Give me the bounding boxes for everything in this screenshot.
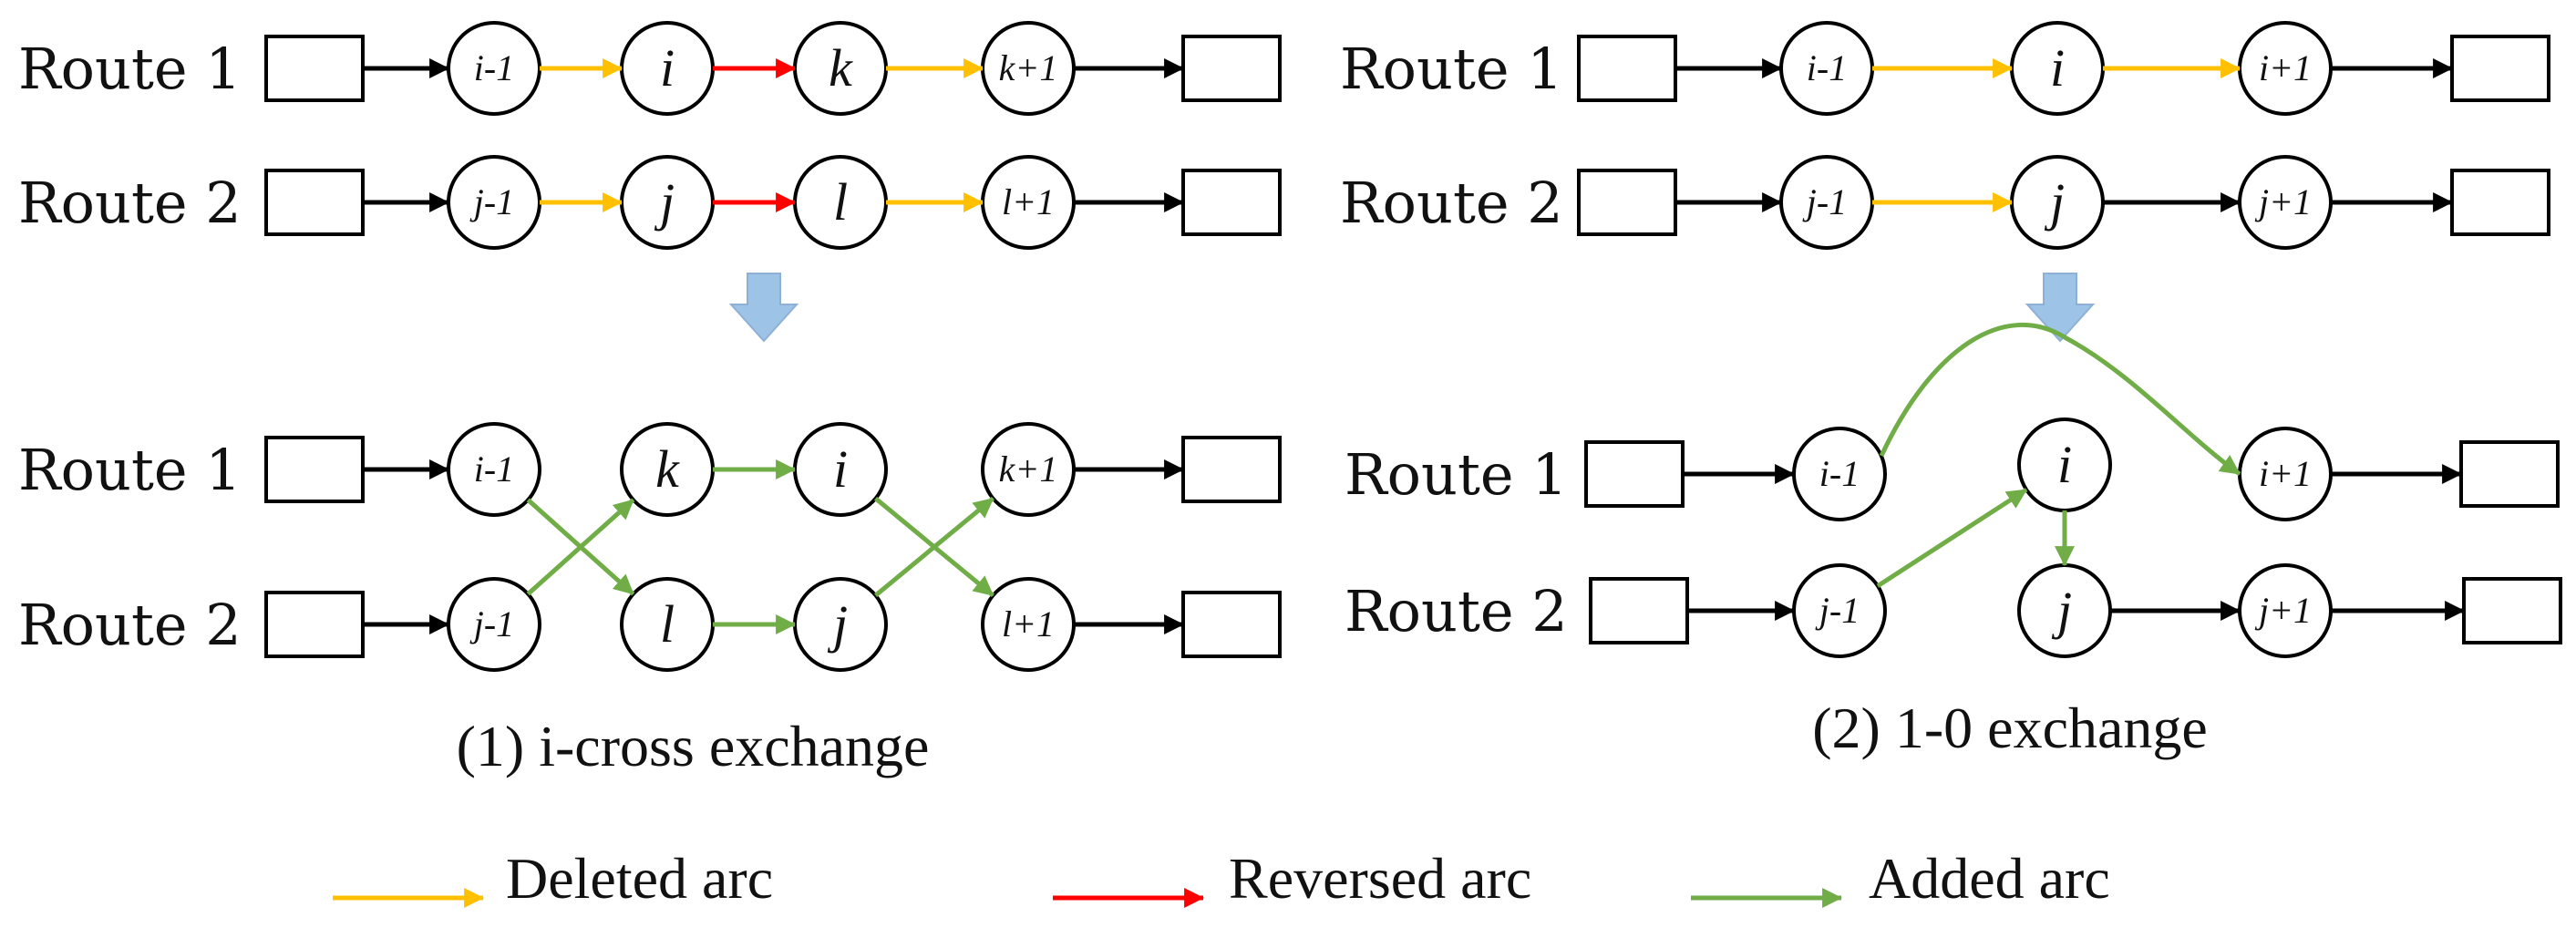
p2-before-route2-node-0-label: j-1 — [1802, 181, 1847, 222]
p1-before-route1-node-1-label: i — [660, 38, 675, 98]
p1-before-route1-node-2: k — [793, 21, 888, 116]
p1-after-arc-added-cross-2 — [526, 498, 635, 596]
p1-after-route1-label: Route 1 — [18, 437, 242, 503]
p1-before-route1-end-depot — [1181, 35, 1282, 102]
p1-before-route2-start-depot — [264, 169, 365, 236]
p2-after-route1-node-2: i+1 — [2238, 427, 2333, 521]
p2-after-route1-node-0: i-1 — [1792, 427, 1887, 521]
p1-after-route1-start-depot — [264, 436, 365, 503]
p1-after-route2-node-3: l+1 — [981, 577, 1076, 672]
p2-before-route1-end-depot — [2450, 35, 2550, 102]
p1-transform-arrow — [728, 273, 799, 343]
p2-before-route1-node-1-label: i — [2050, 38, 2065, 98]
p1-after-route2-label: Route 2 — [18, 592, 242, 658]
p1-after-route1-end-depot — [1181, 436, 1282, 503]
p2-after-arc-added-j1-to-i — [1876, 488, 2028, 588]
p2-before-route1-start-depot — [1577, 35, 1677, 102]
p1-before-route1-label: Route 1 — [18, 36, 242, 102]
p2-after-route1-node-1: i — [2017, 417, 2112, 512]
p1-after-route1-node-2: i — [793, 422, 888, 517]
p2-after-route2-node-0-label: j-1 — [1815, 590, 1860, 631]
p1-after-route2-node-1: l — [620, 577, 715, 672]
p1-before-route1-node-1: i — [620, 21, 715, 116]
p1-before-route2-node-0-label: j-1 — [469, 181, 514, 222]
p2-after-route1-node-0-label: i-1 — [1819, 453, 1860, 494]
p1-after-route1-node-3-label: k+1 — [999, 448, 1058, 490]
p1-before-route1-node-3: k+1 — [981, 21, 1076, 116]
p2-after-route1-label: Route 1 — [1345, 441, 1568, 508]
p1-after-route2-node-0-label: j-1 — [469, 603, 514, 644]
p2-before-route2-end-depot — [2450, 169, 2550, 236]
p2-after-route1-start-depot — [1584, 440, 1685, 508]
p1-after-route1-node-2-label: i — [833, 439, 848, 499]
p1-after-route1-node-3: k+1 — [981, 422, 1076, 517]
p2-transform-arrow — [2025, 273, 2096, 343]
p1-before-route2-end-depot — [1181, 169, 1282, 236]
p1-before-route2-node-3: l+1 — [981, 155, 1076, 250]
p1-after-route1-node-0-label: i-1 — [474, 448, 514, 490]
p2-after-route2-start-depot — [1589, 577, 1689, 644]
p2-after-route2-end-depot — [2462, 577, 2562, 644]
p1-before-route1-start-depot — [264, 35, 365, 102]
legend-reversed-label: Reversed arc — [1229, 846, 1531, 911]
p2-before-route2-node-2: j+1 — [2238, 155, 2333, 250]
p1-after-arc-added-cross-4 — [873, 496, 995, 598]
p2-before-route1-label: Route 1 — [1340, 36, 1563, 102]
p2-after-route1-end-depot — [2459, 440, 2560, 508]
legend-deleted-label: Deleted arc — [506, 846, 773, 911]
p1-before-route1-node-0: i-1 — [447, 21, 541, 116]
p2-after-route2-node-1: j — [2017, 563, 2112, 658]
p1-caption: (1) i-cross exchange — [457, 714, 930, 778]
p1-before-route2-node-0: j-1 — [447, 155, 541, 250]
p1-before-route1-node-2-label: k — [829, 38, 853, 98]
p2-after-route1-node-1-label: i — [2057, 435, 2072, 494]
p1-after-route2-node-2: j — [793, 577, 888, 672]
p2-after-route2-node-2: j+1 — [2238, 563, 2333, 658]
legend-added-label: Added arc — [1869, 846, 2110, 911]
p2-after-arc-added-curve — [1879, 322, 2241, 477]
p1-after-route2-node-0: j-1 — [447, 577, 541, 672]
p1-before-route1-node-3-label: k+1 — [999, 47, 1058, 88]
p1-after-route1-node-0: i-1 — [447, 422, 541, 517]
p1-before-route2-label: Route 2 — [18, 170, 242, 236]
p1-after-route1-node-1: k — [620, 422, 715, 517]
p1-after-route2-node-3-label: l+1 — [1002, 603, 1055, 644]
p1-after-route1-node-1-label: k — [655, 439, 680, 499]
p1-after-route2-node-1-label: l — [660, 594, 675, 654]
p2-before-route2-label: Route 2 — [1340, 170, 1563, 236]
p2-after-route2-node-0: j-1 — [1792, 563, 1887, 658]
p2-before-route1-node-2-label: i+1 — [2259, 47, 2312, 88]
p1-before-route1-node-0-label: i-1 — [474, 47, 514, 88]
p2-after-route2-node-2-label: j+1 — [2254, 590, 2312, 631]
p2-before-route2-start-depot — [1577, 169, 1677, 236]
p1-after-route2-end-depot — [1181, 591, 1282, 658]
p2-before-route2-node-2-label: j+1 — [2254, 181, 2312, 222]
p2-before-route1-node-0: i-1 — [1779, 21, 1874, 116]
p1-before-route2-node-3-label: l+1 — [1002, 181, 1055, 222]
p2-before-route2-node-1: j — [2010, 155, 2105, 250]
p1-after-route2-start-depot — [264, 591, 365, 658]
p2-after-route1-node-2-label: i+1 — [2259, 453, 2312, 494]
p2-before-route2-node-0: j-1 — [1779, 155, 1874, 250]
p2-before-route1-node-1: i — [2010, 21, 2105, 116]
p1-before-route2-node-2: l — [793, 155, 888, 250]
p2-before-route1-node-0-label: i-1 — [1807, 47, 1847, 88]
p1-before-route2-node-2-label: l — [833, 172, 848, 232]
p2-after-route2-label: Route 2 — [1345, 578, 1568, 644]
p1-before-route2-node-1: j — [620, 155, 715, 250]
p2-caption: (2) 1-0 exchange — [1812, 696, 2208, 760]
p2-before-route1-node-2: i+1 — [2238, 21, 2333, 116]
